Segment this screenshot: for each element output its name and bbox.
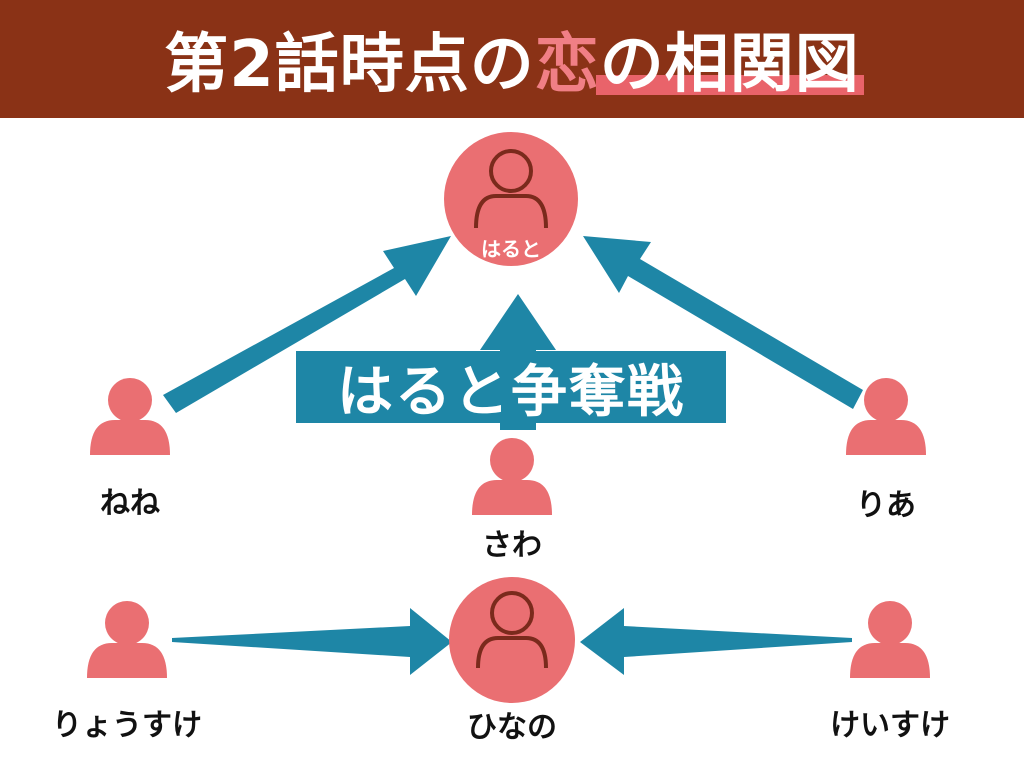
title-part-2: の	[599, 28, 665, 102]
title-bar	[0, 0, 1024, 118]
title-part-1: 第2話時点の	[164, 28, 535, 102]
ria-label: りあ	[856, 488, 916, 523]
ryosuke-avatar	[87, 601, 167, 678]
arrow-ria-to-haruto	[583, 236, 863, 409]
arrow-nene-to-haruto	[163, 236, 451, 413]
title-underlined: の相関図	[595, 13, 864, 105]
keisuke-avatar	[850, 601, 930, 678]
haruto-node	[444, 132, 578, 266]
ryosuke-label: りょうすけ	[52, 708, 202, 743]
arrow-ryosuke-to-hinano	[172, 608, 452, 675]
nene-avatar	[90, 378, 170, 455]
banner-text: はると争奪戦	[337, 359, 685, 425]
hinano-label: ひなの	[467, 710, 557, 745]
arrow-keisuke-to-hinano	[580, 608, 852, 675]
nene-label: ねね	[100, 486, 160, 521]
title-part-3: 相関図	[664, 28, 860, 102]
sawa-label: さわ	[482, 528, 542, 563]
hinano-node	[449, 577, 575, 703]
haruto-label: はると	[481, 237, 541, 261]
page-title: 第2話時点の 恋 の相関図	[0, 0, 1024, 118]
title-highlight: 恋	[534, 28, 600, 102]
keisuke-label: けいすけ	[830, 708, 950, 743]
banner-box	[296, 351, 726, 423]
sawa-avatar	[472, 438, 552, 515]
